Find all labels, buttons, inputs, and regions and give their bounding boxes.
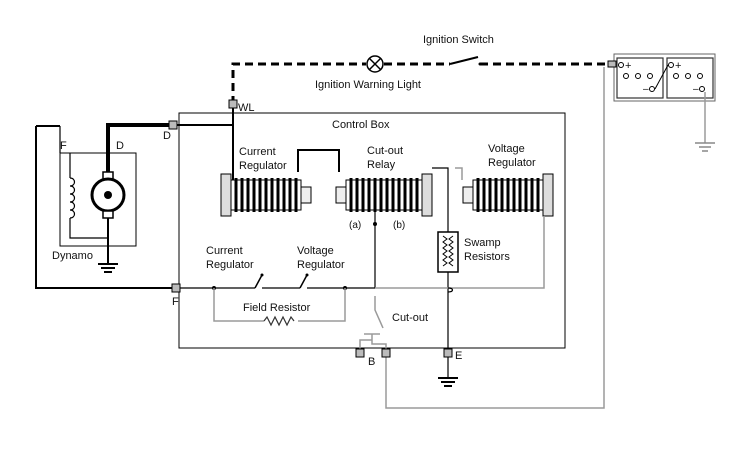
label-field-resistor: Field Resistor [243, 302, 311, 314]
label-terminal-d-box: D [163, 130, 171, 142]
terminal-wl [228, 99, 238, 109]
battery-earth [695, 92, 715, 152]
dynamo-d-wire [106, 104, 340, 180]
label-terminal-f-box: F [172, 296, 179, 308]
battery-minus-2: – [693, 84, 699, 95]
control-box-outline [178, 112, 566, 349]
label-voltage-regulator-contacts: Voltage [297, 245, 334, 257]
label-current-regulator-contacts-2: Regulator [206, 259, 254, 271]
swamp-resistors [437, 231, 459, 273]
label-dynamo-d: D [116, 140, 124, 152]
battery-feed-wire [385, 67, 605, 409]
label-ignition-switch: Ignition Switch [423, 34, 494, 46]
label-swamp-resistors: Swamp [464, 237, 501, 249]
terminal-e [443, 348, 453, 358]
terminal-b-left [355, 348, 365, 358]
label-swamp-resistors-2: Resistors [464, 251, 510, 263]
label-tap-b: (b) [393, 220, 405, 231]
label-terminal-e: E [455, 350, 462, 362]
label-voltage-regulator-contacts-2: Regulator [297, 259, 345, 271]
dynamo-armature-icon [90, 171, 126, 273]
terminal-battery [607, 60, 617, 68]
terminal-d [168, 120, 178, 130]
regulator-contacts [179, 273, 375, 290]
battery-minus-1: – [643, 84, 649, 95]
label-ignition-warning-light: Ignition Warning Light [315, 79, 421, 91]
battery: + – + – [613, 53, 716, 102]
ignition-circuit [231, 56, 612, 104]
label-cutout-contacts: Cut-out [392, 312, 428, 324]
warning-lamp-icon [366, 55, 384, 73]
current-regulator-coil [220, 173, 312, 217]
dynamo-housing [59, 152, 137, 247]
earth-e-icon [438, 355, 458, 387]
label-dynamo-f: F [60, 140, 67, 152]
cutout-relay-coil [335, 173, 433, 217]
terminal-f [171, 283, 181, 293]
label-cutout-relay-2: Relay [367, 159, 396, 171]
battery-plus-1: + [625, 60, 631, 72]
field-resistor [213, 288, 346, 327]
label-terminal-wl: WL [238, 102, 255, 114]
label-current-regulator-coil: Current [239, 146, 276, 158]
label-voltage-regulator-coil-2: Regulator [488, 157, 536, 169]
terminal-b-right [381, 348, 391, 358]
label-cutout-relay: Cut-out [367, 145, 403, 157]
label-control-box: Control Box [332, 119, 390, 131]
label-terminal-b: B [368, 356, 375, 368]
label-dynamo: Dynamo [52, 250, 93, 262]
label-tap-a: (a) [349, 220, 361, 231]
label-current-regulator-coil-2: Regulator [239, 160, 287, 172]
voltage-regulator-coil [462, 173, 554, 217]
control-box-wiring [359, 167, 545, 350]
label-current-regulator-contacts: Current [206, 245, 243, 257]
dynamo-field-coil [69, 177, 76, 219]
label-voltage-regulator-coil: Voltage [488, 143, 525, 155]
battery-plus-2: + [675, 60, 681, 72]
